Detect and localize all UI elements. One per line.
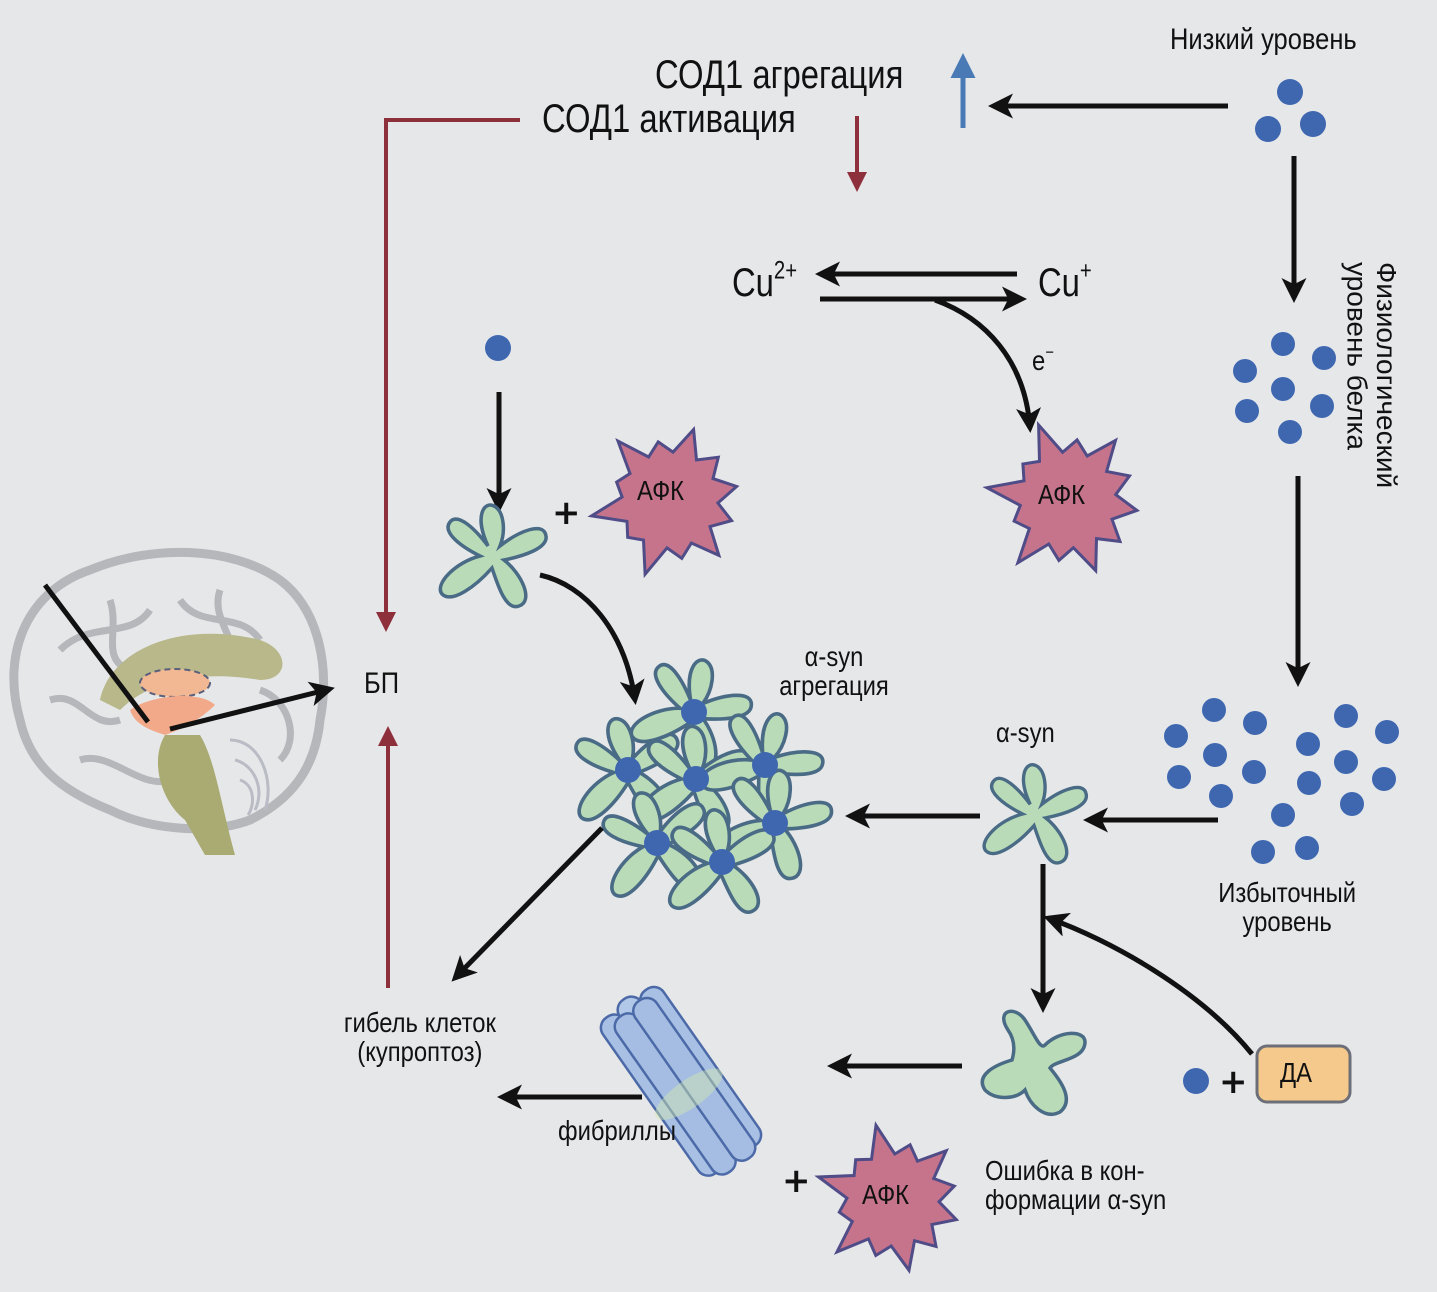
ros-star-1 [587, 425, 740, 579]
plus-sign-1: + [552, 493, 581, 533]
pd-label: БП [364, 667, 400, 700]
asyn-aggregation-label: α-syn агрегация [766, 642, 902, 701]
electron-to-ros-arrow [934, 297, 1041, 433]
asyn-aggregation-line2: агрегация [779, 670, 889, 702]
excess-level-molecules [1164, 698, 1399, 864]
excess-level-line2: уровень [1242, 906, 1332, 938]
fibril-bundle [599, 985, 763, 1177]
physiological-level-label: Физиологический уровень белка [1341, 262, 1402, 489]
ros-label-2: АФК [1038, 479, 1086, 510]
aggregation-to-cell-death-arrow [451, 826, 604, 982]
electron-symbol: e [1032, 345, 1046, 376]
excess-level-label: Избыточный уровень [1200, 878, 1374, 937]
misfolding-label: Ошибка в кон- формации α-syn [985, 1156, 1166, 1215]
asyn-to-aggregation-arrow [539, 572, 645, 705]
dopamine-box [1255, 1044, 1352, 1104]
plus-sign-2: + [1219, 1062, 1248, 1102]
cu1-symbol: Cu [1038, 261, 1080, 305]
asyn-aggregate-molecule [709, 849, 735, 875]
excess-level-line1: Избыточный [1218, 877, 1357, 908]
asyn-aggregate-molecule [683, 766, 709, 792]
asyn-aggregate-cluster [562, 644, 839, 921]
electron-charge: − [1045, 341, 1054, 362]
ros-label-1: АФК [637, 475, 685, 506]
asyn-monomer-right [982, 763, 1089, 865]
asyn-aggregate-molecule [681, 699, 707, 725]
misfolding-line2: формации α-syn [985, 1184, 1167, 1216]
asyn-aggregate-molecule [615, 757, 641, 783]
brain-illustration [9, 547, 335, 855]
dopamine-molecule [1183, 1068, 1209, 1094]
plus-sign-3: + [782, 1161, 811, 1201]
physiological-level-line2: уровень белка [1341, 262, 1373, 450]
asyn-aggregate-molecule [644, 830, 670, 856]
ros-star-2 [982, 420, 1141, 575]
asyn-aggregation-line1: α-syn [804, 641, 864, 672]
cell-death-line1: гибель клеток [343, 1007, 496, 1038]
ros-label-3: АФК [862, 1179, 910, 1210]
single-molecule [485, 335, 511, 361]
dopamine-label: ДА [1280, 1057, 1312, 1088]
cu2-label: Cu2+ [732, 259, 797, 305]
sod1-activation-label: СОД1 активация [542, 97, 796, 141]
asyn-label: α-syn [996, 717, 1055, 748]
sod1-to-pd-arrow [376, 118, 520, 632]
electron-label: e− [1032, 343, 1054, 376]
sod1-aggregation-label: СОД1 агрегация [655, 53, 904, 97]
dopamine-to-asyn-arrow [1043, 912, 1254, 1056]
low-level-molecules [1255, 79, 1326, 142]
cu2-charge: 2+ [773, 257, 798, 285]
cell-death-label: гибель клеток (купроптоз) [320, 1008, 520, 1067]
cell-death-line2: (купроптоз) [357, 1036, 483, 1068]
ros-star-3 [814, 1121, 960, 1274]
asyn-aggregate-molecule [762, 810, 788, 836]
asyn-misfolded [980, 1009, 1087, 1116]
cu1-charge: + [1079, 257, 1092, 285]
physiological-molecules [1233, 332, 1336, 444]
asyn-monomer-top [438, 503, 548, 609]
cu1-label: Cu+ [1038, 259, 1092, 305]
physiological-level-line1: Физиологический [1370, 262, 1402, 489]
misfolding-line1: Ошибка в кон- [985, 1155, 1145, 1186]
low-level-label: Низкий уровень [1170, 23, 1357, 56]
cu2-symbol: Cu [732, 261, 774, 305]
fibrils-label: фибриллы [558, 1115, 676, 1146]
asyn-aggregate-molecule [752, 752, 778, 778]
